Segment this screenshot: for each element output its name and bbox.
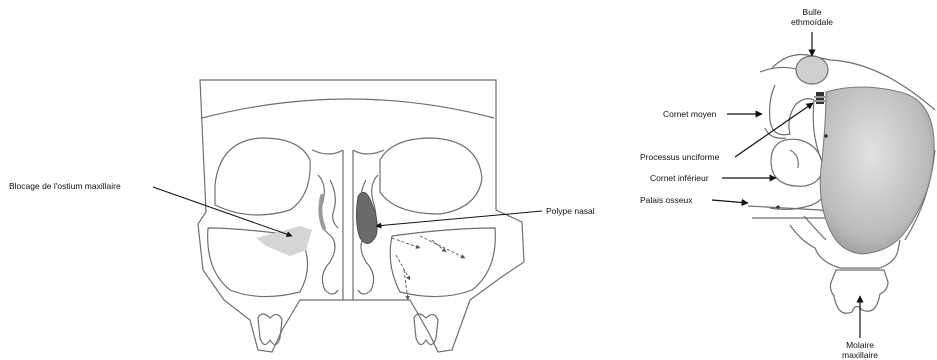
nasal-polyp <box>356 192 377 243</box>
processus-label: Processus unciforme <box>640 152 719 162</box>
cornet-moyen-label: Cornet moyen <box>663 109 716 119</box>
ethmoid-bulla <box>796 56 828 84</box>
right-orbit <box>380 138 482 214</box>
bulle-label-line1: Bulle <box>803 7 822 17</box>
polyp-label: Polype nasal <box>546 206 595 216</box>
frontal-bone-curve <box>202 99 494 118</box>
molaire-label: Molaire maxillaire <box>830 340 890 360</box>
right-molar <box>414 314 438 345</box>
palais-label: Palais osseux <box>640 195 692 205</box>
inferior-turbinate <box>771 139 822 186</box>
polyp-leader <box>376 211 542 226</box>
drainage-arrows <box>392 236 465 300</box>
hard-palate <box>748 206 827 218</box>
cornet-inferieur-label: Cornet inférieur <box>650 173 709 183</box>
maxillary-molar <box>830 270 888 313</box>
bulle-label-line2: ethmoïdale <box>791 17 833 27</box>
nasal-septum <box>343 150 353 300</box>
bulle-label: Bulle ethmoïdale <box>782 7 842 27</box>
ostium-blockage-region <box>256 226 312 256</box>
palais-arrow <box>712 200 748 203</box>
left-molar <box>258 314 282 345</box>
middle-turbinate <box>770 85 814 135</box>
left-orbit <box>215 138 310 215</box>
blockage-label: Blocage de l'ostium maxillaire <box>9 181 121 191</box>
molaire-label-line2: maxillaire <box>842 350 878 360</box>
molaire-label-line1: Molaire <box>846 340 874 350</box>
maxillary-sinus <box>820 87 934 254</box>
